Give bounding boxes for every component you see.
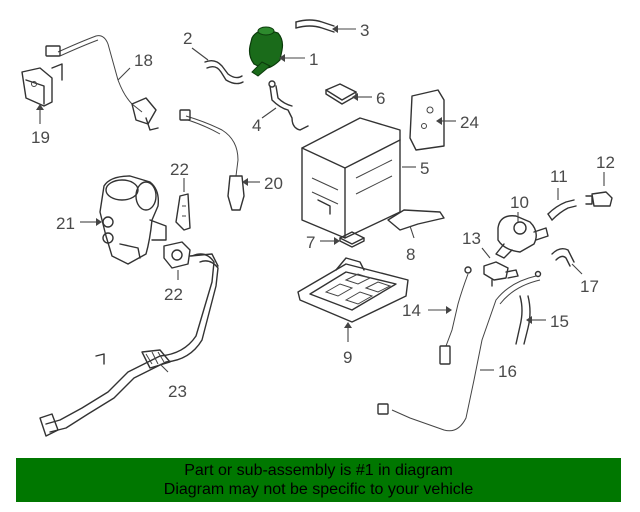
part-11-hose[interactable] <box>547 199 577 221</box>
banner-line-2: Diagram may not be specific to your vehi… <box>163 481 474 498</box>
part-4-pipe[interactable] <box>268 80 309 131</box>
part-9-tray[interactable] <box>297 257 409 323</box>
part-24-bracket[interactable] <box>409 89 445 151</box>
callout-1: 1 <box>279 50 318 69</box>
banner-line-1: Part or sub-assembly is #1 in diagram <box>184 462 453 479</box>
svg-text:6: 6 <box>376 89 385 108</box>
svg-text:15: 15 <box>550 312 569 331</box>
part-22-gasket-lower[interactable] <box>163 241 191 269</box>
callout-13: 13 <box>462 229 491 259</box>
callout-6: 6 <box>352 89 385 108</box>
svg-text:5: 5 <box>420 159 429 178</box>
svg-text:7: 7 <box>306 233 315 252</box>
callout-17: 17 <box>571 263 599 296</box>
part-1-highlighted[interactable] <box>248 26 284 77</box>
svg-text:14: 14 <box>402 301 421 320</box>
callout-11: 11 <box>550 167 568 200</box>
callout-14: 14 <box>402 301 452 320</box>
part-6-pad[interactable] <box>325 83 357 105</box>
svg-text:22: 22 <box>164 285 183 304</box>
part-14-sensor-wire[interactable] <box>439 266 472 365</box>
callout-12: 12 <box>596 153 615 186</box>
callout-8: 8 <box>406 225 415 264</box>
svg-text:19: 19 <box>31 128 50 147</box>
svg-text:20: 20 <box>264 174 283 193</box>
callout-16: 16 <box>480 362 517 381</box>
svg-text:23: 23 <box>168 382 187 401</box>
part-23-egr-pipe[interactable] <box>39 253 219 437</box>
part-18-sensor-harness[interactable] <box>45 35 159 131</box>
callout-7: 7 <box>306 233 340 252</box>
svg-text:18: 18 <box>134 51 153 70</box>
callout-2: 2 <box>183 29 209 61</box>
svg-text:24: 24 <box>460 113 479 132</box>
part-16-wire[interactable] <box>377 270 542 432</box>
svg-text:17: 17 <box>580 277 599 296</box>
svg-text:10: 10 <box>510 193 529 212</box>
svg-text:11: 11 <box>550 167 568 186</box>
callout-10: 10 <box>510 193 529 222</box>
callout-20: 20 <box>242 174 283 193</box>
part-12-sensor[interactable] <box>585 191 613 207</box>
info-banner: Part or sub-assembly is #1 in diagram Di… <box>16 458 621 502</box>
callout-9: 9 <box>343 322 352 367</box>
svg-text:16: 16 <box>498 362 517 381</box>
callout-22-lower: 22 <box>164 270 183 304</box>
callout-3: 3 <box>332 21 369 40</box>
svg-text:2: 2 <box>183 29 192 48</box>
callout-24: 24 <box>436 113 479 132</box>
part-20-sensor[interactable] <box>179 109 245 211</box>
callout-22-upper: 22 <box>170 160 189 192</box>
svg-text:21: 21 <box>56 214 75 233</box>
svg-text:22: 22 <box>170 160 189 179</box>
part-5-canister[interactable] <box>301 117 401 239</box>
svg-text:4: 4 <box>252 116 261 135</box>
part-10-valve[interactable] <box>495 215 549 259</box>
parts-diagram: 1 2 3 4 5 <box>21 19 615 437</box>
callout-23: 23 <box>159 363 187 401</box>
part-21-egr-assembly[interactable] <box>99 175 167 265</box>
part-3-hose[interactable] <box>295 19 335 33</box>
callout-18: 18 <box>117 51 153 81</box>
callout-21: 21 <box>56 214 102 233</box>
callout-15: 15 <box>526 312 569 331</box>
svg-text:12: 12 <box>596 153 615 172</box>
svg-text:1: 1 <box>309 50 318 69</box>
svg-text:9: 9 <box>343 348 352 367</box>
svg-text:8: 8 <box>406 245 415 264</box>
callout-19: 19 <box>31 104 50 147</box>
callout-4: 4 <box>252 107 277 135</box>
part-7-pad[interactable] <box>339 231 365 248</box>
part-8-bracket[interactable] <box>387 209 445 231</box>
callout-5: 5 <box>402 159 429 178</box>
part-2-hose[interactable] <box>204 59 244 85</box>
svg-text:3: 3 <box>360 21 369 40</box>
part-22-gasket-upper[interactable] <box>175 193 191 231</box>
part-19-bracket[interactable] <box>21 63 63 107</box>
part-17-hose[interactable] <box>551 247 575 267</box>
svg-text:13: 13 <box>462 229 481 248</box>
part-13-fitting[interactable] <box>483 261 519 287</box>
part-15-hose[interactable] <box>515 295 531 345</box>
